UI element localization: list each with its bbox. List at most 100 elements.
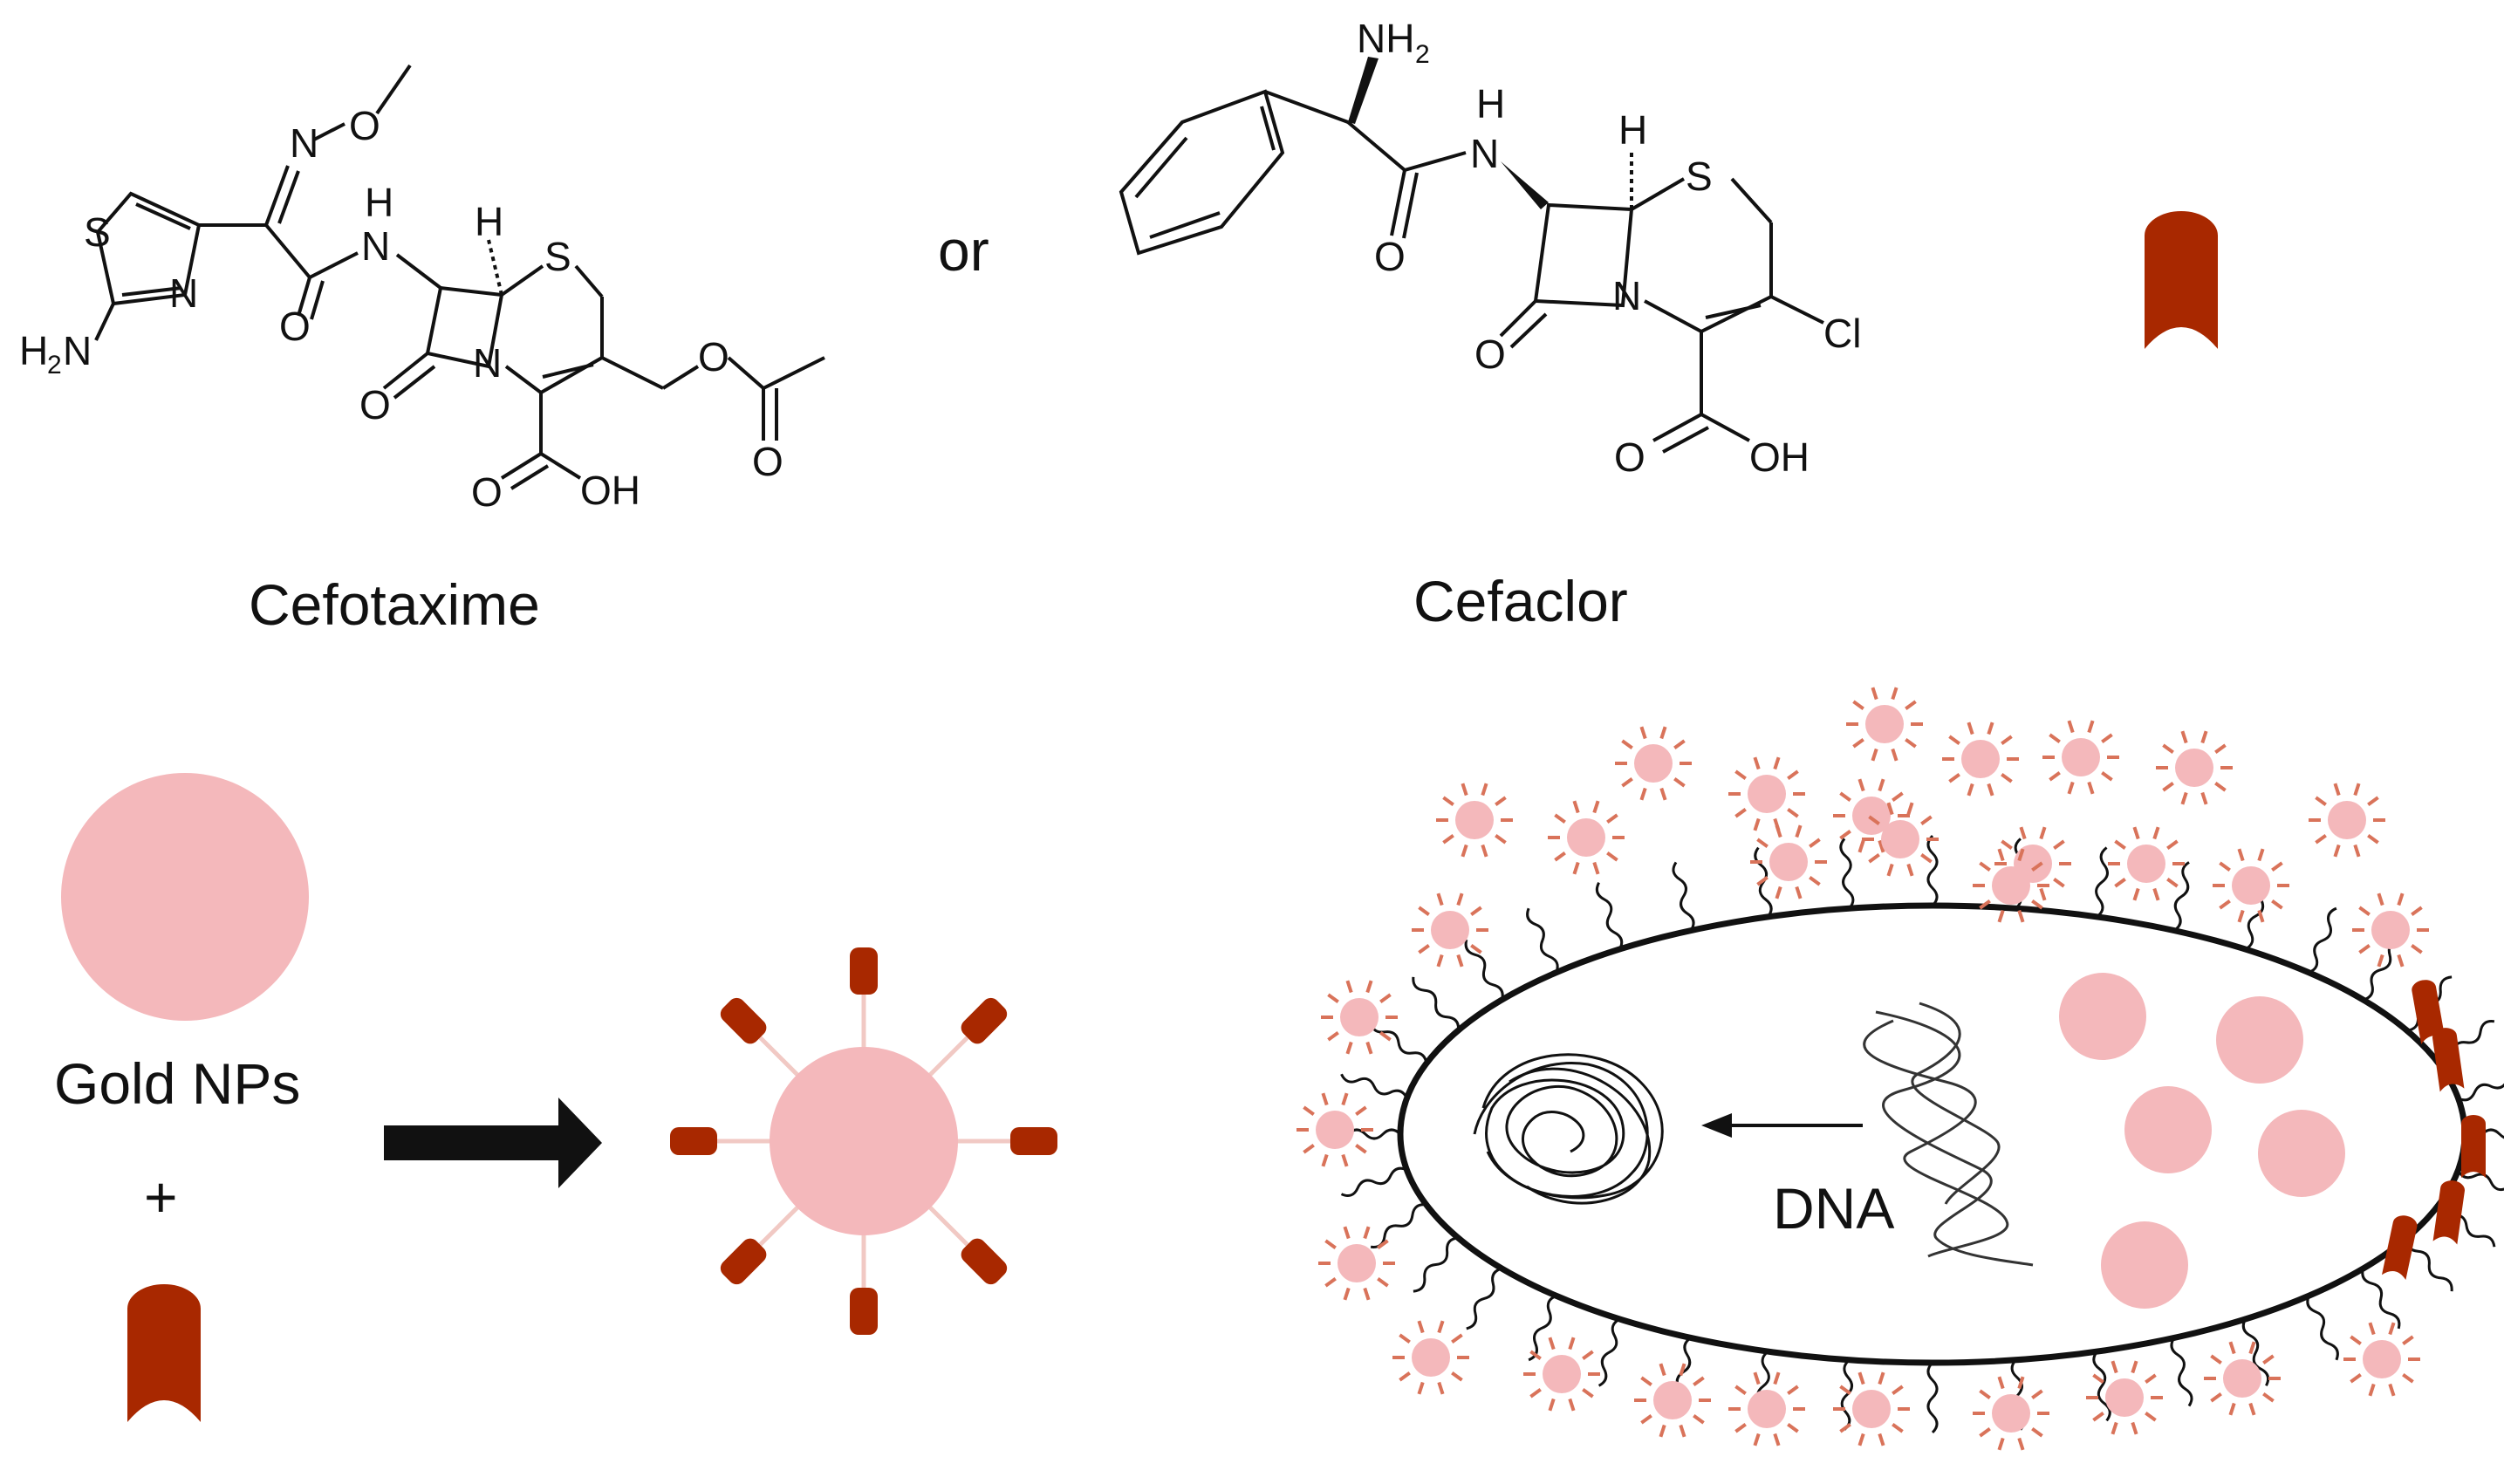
gold-np-circle: [61, 773, 309, 1021]
surface-np: [1436, 783, 1513, 858]
surface-np: [1973, 1376, 2049, 1451]
cefotaxime-atom-n-lactam: N: [473, 340, 502, 386]
cefotaxime-atom-labels: S N H 2 N N O O H N H S N O O OH O O: [19, 103, 783, 515]
cefotaxime-atom-n: N: [169, 270, 198, 316]
bacterium-cap: [2412, 980, 2446, 1044]
cefaclor-atom-nh2: NH: [1357, 16, 1414, 61]
fimbria: [1340, 1166, 1408, 1197]
fimbria: [2361, 1268, 2401, 1330]
surface-np: [2309, 783, 2385, 858]
fnp-spoke: [720, 1200, 804, 1285]
gold-nps-label: Gold NPs: [54, 1051, 300, 1116]
cefaclor-caption: Cefaclor: [1413, 569, 1628, 633]
surface-np: [1750, 824, 1827, 899]
fimbria: [1926, 834, 1939, 907]
fimbria: [1340, 1073, 1408, 1099]
plus-sign: +: [144, 1165, 178, 1229]
cefotaxime-atom-oh: OH: [580, 468, 640, 513]
surface-np: [1634, 1363, 1711, 1438]
reaction-arrow: [384, 1098, 602, 1188]
fimbria: [2092, 1351, 2111, 1422]
cefaclor-atom-cl: Cl: [1823, 311, 1861, 356]
surface-np: [1412, 892, 1488, 968]
bacterium-cap: [2432, 1180, 2465, 1245]
cefaclor-atom-s-ceph: S: [1686, 154, 1713, 199]
surface-np: [1296, 1092, 1373, 1167]
surface-np: [2086, 1360, 2163, 1435]
fimbria: [1839, 838, 1855, 910]
fimbria: [2457, 1169, 2504, 1192]
fnp-spoke: [923, 1200, 1008, 1285]
dna-helix-icon: [1863, 1002, 2034, 1267]
fimbria: [1412, 976, 1461, 1031]
surface-np: [2352, 892, 2429, 968]
surface-np: [1548, 800, 1625, 875]
fimbria: [2170, 1337, 2193, 1407]
fnp-spoke: [850, 1228, 878, 1335]
cefotaxime-structure: [94, 64, 825, 490]
surface-np: [2213, 848, 2289, 923]
fimbria: [1466, 1267, 1502, 1330]
fnp-spoke: [850, 947, 878, 1054]
surface-np: [2156, 730, 2233, 805]
fimbria: [1926, 1361, 1939, 1434]
internal-gold-nps: [2059, 973, 2345, 1309]
cefotaxime-atom-h: H: [19, 328, 48, 373]
fimbria: [1840, 1358, 1854, 1431]
fimbria: [2405, 1237, 2453, 1292]
cefotaxime-atom-s: S: [84, 209, 111, 255]
fimbria: [2308, 906, 2337, 975]
fnp-spoke: [670, 1127, 777, 1155]
cefaclor-atom-o-lactam: O: [1474, 332, 1506, 377]
cefaclor-atom-labels: NH 2 H N H S O N O Cl O OH: [1357, 16, 1861, 480]
surface-np: [1615, 726, 1692, 801]
cefotaxime-caption: Cefotaxime: [249, 572, 540, 637]
bacterium-cap: [2432, 1028, 2465, 1092]
surface-np: [1523, 1337, 1600, 1412]
fimbria: [2457, 1083, 2504, 1102]
cefotaxime-atom-nh-n: N: [361, 223, 390, 269]
cefaclor-atom-o-amide: O: [1374, 234, 1406, 279]
fimbria: [2173, 861, 2190, 932]
uptake-arrow-head: [1701, 1113, 1732, 1138]
cefaclor-atom-n-lactam: N: [1612, 273, 1641, 318]
nucleoid-icon: [1473, 1053, 1664, 1205]
fimbria: [1672, 861, 1695, 932]
fnp-spoke: [923, 997, 1008, 1082]
fnp-spoke: [720, 997, 804, 1082]
cefotaxime-atom-s-ceph: S: [544, 234, 571, 279]
surface-np: [2343, 1322, 2420, 1397]
cefotaxime-atom-h-stereo: H: [475, 199, 503, 244]
fimbria: [1369, 1021, 1428, 1064]
antibiotic-symbol-legend: [2145, 211, 2218, 349]
fimbria: [1528, 1294, 1557, 1362]
internal-np: [2124, 1086, 2212, 1173]
cefotaxime-atom-n-oxime: N: [290, 120, 318, 166]
cefaclor-atom-nh-h: H: [1476, 81, 1505, 127]
fimbria: [2306, 1295, 2339, 1361]
bacterium-cap: [2461, 1115, 2486, 1178]
fimbria: [1526, 907, 1559, 974]
surface-np: [1728, 756, 1805, 831]
internal-np: [2059, 973, 2146, 1060]
internal-np: [2101, 1221, 2188, 1309]
surface-np: [2204, 1341, 2281, 1416]
surface-np: [1833, 778, 1910, 853]
bacterium-antibiotic-caps: [2381, 980, 2486, 1281]
fnp-spokes: [670, 947, 1057, 1335]
fnp-core: [770, 1047, 958, 1235]
internal-np: [2258, 1110, 2345, 1197]
surface-np: [1942, 721, 2019, 797]
surface-np: [1862, 802, 1939, 877]
cefaclor-atom-o-acid: O: [1614, 434, 1645, 480]
cefotaxime-atom-nh2: N: [63, 328, 92, 373]
cefotaxime-atom-o-carbonyl: O: [752, 439, 783, 484]
surface-np: [1392, 1320, 1469, 1395]
surface-np: [1728, 1371, 1805, 1446]
antibiotic-symbol: [127, 1284, 201, 1422]
fimbria: [2241, 1318, 2270, 1386]
fimbria: [2095, 846, 2109, 918]
internal-np: [2216, 996, 2303, 1084]
surface-np: [1321, 980, 1398, 1055]
bacterium-cap: [2381, 1215, 2418, 1281]
